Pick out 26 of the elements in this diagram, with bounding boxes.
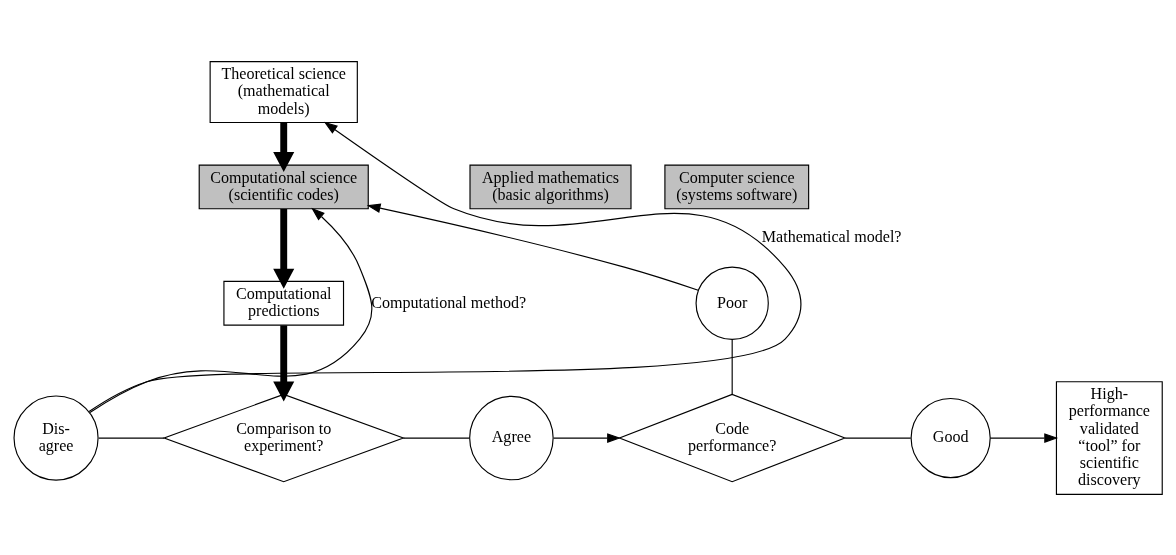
node-box: High- performance validated “tool” for scientific discovery [1055,380,1163,495]
arrow [366,202,699,291]
connector [731,338,733,395]
edge-label: Mathematical model? [761,227,902,245]
arrow [273,122,295,172]
connector [844,437,912,439]
connector [402,437,470,439]
node-box: Applied mathematics (basic algorithms) [469,164,632,209]
node-circle: Agree [469,395,554,480]
node-circle: Poor [695,266,769,340]
edge-label: Computational method? [371,293,527,311]
arrow [989,432,1059,443]
node-diamond: Code performance? [617,393,847,482]
node-box: Computer science (systems software) [664,164,810,209]
node-box: Theoretical science (mathematical models) [209,60,358,123]
arrow [89,207,373,413]
node-circle: Dis- agree [13,394,99,481]
node-box: Computational predictions [223,280,345,326]
arrow [273,324,295,401]
node-circle: Good [910,397,991,478]
arrow [553,432,621,443]
node-diamond: Comparison to experiment? [162,393,405,482]
node-box: Computational science (scientific codes) [198,164,369,209]
arrow [88,121,802,412]
connector [98,437,165,439]
arrow [273,208,295,289]
